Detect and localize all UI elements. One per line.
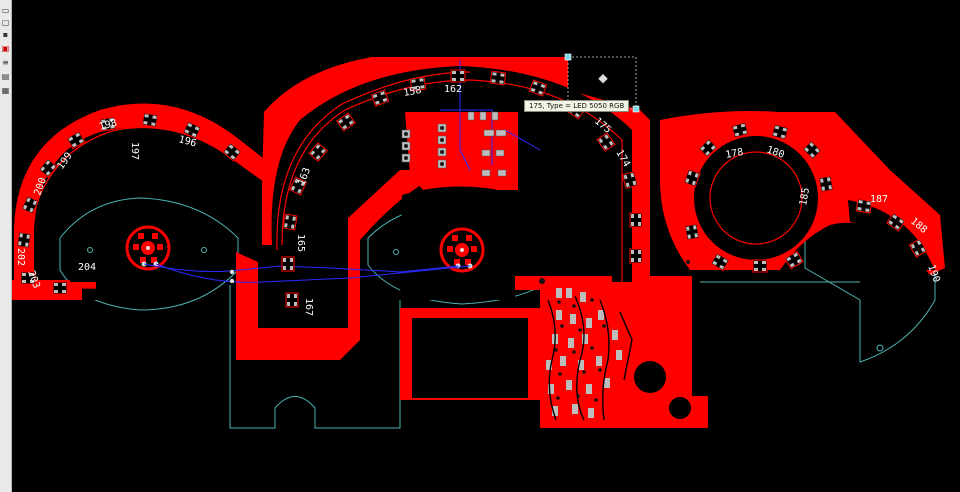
pcb-canvas[interactable]: 198 197 196 199 200 202 203 204 158 163 … [12, 0, 960, 492]
label-204: 204 [78, 262, 96, 273]
layer-tool-icon[interactable]: ≡ [2, 58, 9, 67]
label-165: 165 [295, 234, 306, 252]
selection-handle[interactable] [564, 53, 572, 61]
label-198: 198 [98, 118, 118, 133]
header-pads [401, 111, 507, 177]
component-tool-icon[interactable]: ▪ [2, 30, 9, 39]
led-footprints [16, 69, 928, 308]
controller-components [229, 260, 690, 421]
lamp-connectors [125, 225, 485, 273]
left-toolbar: ▭ ▢ ▪ ▣ ≡ ▤ ▦ [0, 0, 12, 492]
component-tooltip: 175, Type = LED 5050 RGB [524, 100, 630, 112]
selection-anchor[interactable] [597, 73, 609, 85]
label-187: 187 [870, 194, 888, 205]
label-197: 197 [129, 142, 140, 160]
copper-lower-s-pour [236, 170, 430, 360]
copper-traces [21, 71, 861, 300]
label-162: 162 [444, 84, 462, 95]
label-178: 178 [725, 147, 745, 161]
measure-tool-icon[interactable]: ▤ [1, 72, 10, 81]
drc-tool-icon[interactable]: ▣ [1, 44, 10, 53]
selection-handle[interactable] [632, 105, 640, 113]
label-196: 196 [177, 134, 197, 149]
route-tool-icon[interactable]: ▢ [1, 18, 10, 27]
silkscreen-labels: 198 197 196 199 200 202 203 204 158 163 … [15, 84, 942, 316]
select-tool-icon[interactable]: ▭ [1, 6, 10, 15]
label-167: 167 [303, 298, 314, 316]
label-158: 158 [403, 85, 423, 99]
copper-gap [400, 186, 572, 305]
pcb-board[interactable]: 198 197 196 199 200 202 203 204 158 163 … [12, 0, 960, 492]
label-202: 202 [15, 248, 26, 266]
copper-clearances [40, 66, 935, 419]
selection-box[interactable] [564, 53, 640, 113]
label-185: 185 [798, 187, 812, 207]
outline-lower-left [229, 285, 401, 429]
bottom-traces [143, 60, 541, 283]
print-tool-icon[interactable]: ▦ [1, 86, 10, 95]
